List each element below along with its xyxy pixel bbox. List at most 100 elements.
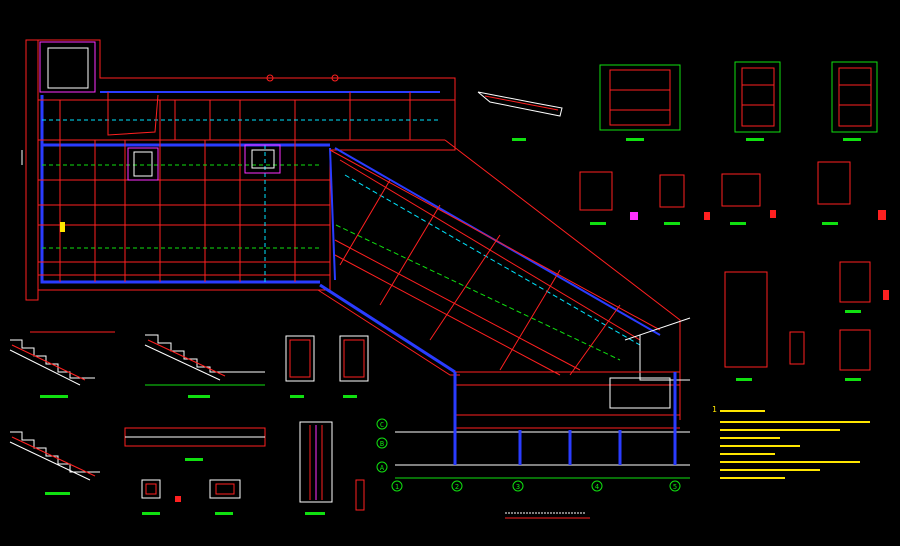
small-section-title [215,512,233,515]
section-1-1 [599,64,681,131]
red-marker [770,210,776,218]
wing-cross [569,304,621,376]
notes: 1 [712,405,870,479]
axis-bubble-row-b [376,437,388,449]
stair-slab-1 [9,349,81,386]
wing-cross [429,234,501,341]
opening [244,144,281,174]
wing-cross [499,269,561,371]
wing-dashed [344,174,641,346]
rebar-grid-5 [724,271,768,368]
axis-bubble-col-5 [669,480,681,492]
rebar-grid-6 [839,261,871,303]
axis-bubble-col-3 [512,480,524,492]
note-line [720,453,775,455]
note-line [720,445,800,447]
stair-title-3 [45,492,70,495]
col-title [343,395,357,398]
axis-bubble-col-1 [391,480,403,492]
note-line [720,410,765,412]
stair-rebar-2 [147,339,226,377]
wing-end [639,335,690,381]
stair-details [9,331,369,515]
section-title [664,222,680,225]
beam-title [185,458,203,461]
column-section-2 [339,335,369,382]
note-line [720,437,780,439]
axis-bubble-col-2 [451,480,463,492]
section-2-2 [734,61,781,133]
stair-title-2 [188,395,210,398]
section-title [730,222,746,225]
note-line [720,429,840,431]
beam-sketch-title [512,138,526,141]
axis-bubble-col-1-label: 1 [395,483,399,491]
axis-bubbles: C B A 1 2 3 4 5 [376,418,681,492]
note-line [720,477,785,479]
axis-bubble-row-a-label: A [380,464,385,472]
section-title [845,310,861,313]
small-section-2 [209,479,241,499]
opening [127,147,159,181]
section-1-1-inner [609,69,671,126]
section-title [746,138,764,141]
stair-slab-2 [144,344,221,381]
section-3-3 [831,61,878,133]
small-section-1-inner [145,483,157,495]
note-line [720,461,860,463]
stair-well-inner [47,47,89,89]
red-marker [883,290,889,300]
plan-wall-blue [40,95,320,284]
main-plan [25,39,456,301]
wing-beam [334,239,581,371]
axis-bubble-col-2-label: 2 [455,483,459,491]
rebar-grid-2 [659,174,685,208]
small-section-title [142,512,160,515]
axis-bubble-row-c-label: C [380,421,384,429]
marker [60,222,65,232]
stair-section-2 [145,334,265,373]
red-marker [704,212,710,220]
rebar-grid-4 [817,161,851,205]
beam-sketch-rebar [484,95,559,111]
note-line [720,421,870,423]
stair-title-1 [40,395,68,398]
wing-wall-blue [329,147,336,281]
small-section-2-inner [215,483,235,495]
wall-section [299,421,333,503]
section-3-3-inner [838,67,872,127]
rebar-grid-8 [789,331,805,365]
wall-title [305,512,325,515]
column-section-1-inner [289,339,311,378]
axis-bubble-col-5-label: 5 [673,483,677,491]
opening-inner [133,151,153,177]
small-section-1 [141,479,161,499]
note-line [720,469,820,471]
stair-slab-3 [9,441,91,481]
column-section-1 [285,335,315,382]
stair-rebar-1 [11,344,86,381]
detail-sections [477,61,889,381]
section-title [626,138,644,141]
axis-bubble-row-c [376,418,388,430]
marker [266,74,274,82]
section-box [609,377,671,409]
section-title [822,222,838,225]
red-marker [175,496,181,502]
stair-well-box [39,41,96,93]
axis-bubble-col-3-label: 3 [516,483,520,491]
wing-beam [329,149,661,331]
section-2-2-inner [741,67,775,127]
stair-rebar-3 [11,436,96,477]
stair-section-3 [10,431,100,473]
wing-outline-inner [317,289,460,376]
marker [331,74,339,82]
red-marker [630,212,638,220]
wing-beam [334,254,561,376]
axis-bubble-col-4-label: 4 [595,483,599,491]
slab-sketch [107,92,159,136]
red-marker [878,210,886,220]
rebar-grid-1 [579,171,613,211]
